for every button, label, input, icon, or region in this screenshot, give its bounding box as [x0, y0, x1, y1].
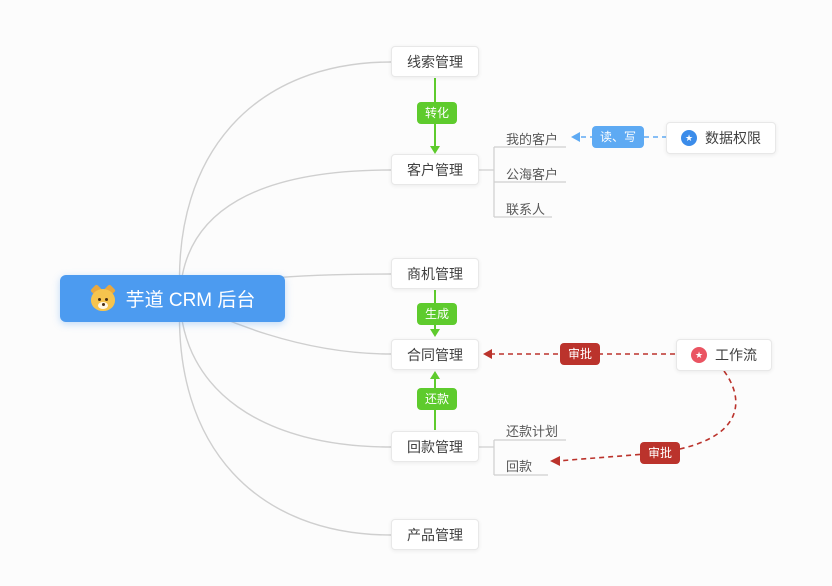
node-data-permission[interactable]: ★ 数据权限 [666, 122, 776, 154]
arrow-convert-head [430, 146, 440, 154]
child-my-customers[interactable]: 我的客户 [506, 132, 559, 147]
node-product-management[interactable]: 产品管理 [391, 519, 479, 550]
star-icon: ★ [681, 130, 697, 146]
node-label: 线索管理 [407, 53, 463, 70]
edge-label-approve-receivable: 审批 [640, 442, 681, 464]
arrow-read-write-head [571, 132, 580, 142]
link-root-to-receivable [179, 297, 392, 448]
child-public-customers[interactable]: 公海客户 [506, 167, 559, 182]
node-label: 商机管理 [407, 265, 463, 282]
node-label: 合同管理 [407, 346, 463, 363]
node-label: 回款管理 [407, 438, 463, 455]
child-repayment-plan[interactable]: 还款计划 [506, 424, 559, 439]
dog-logo-icon [89, 283, 116, 312]
node-label: 数据权限 [705, 130, 761, 146]
root-node-crm-backend[interactable]: 芋道 CRM 后台 [60, 275, 285, 322]
edge-label-read-write: 读、写 [592, 126, 645, 148]
node-receivable-management[interactable]: 回款管理 [391, 431, 479, 462]
arrow-generate-head [430, 329, 440, 337]
edge-label-repay: 还款 [417, 388, 458, 410]
link-root-to-product [178, 297, 392, 536]
node-customer-management[interactable]: 客户管理 [391, 154, 479, 185]
node-lead-management[interactable]: 线索管理 [391, 46, 479, 77]
arrow-approve-contract-head [483, 349, 492, 359]
root-label: 芋道 CRM 后台 [125, 290, 256, 311]
node-label: 客户管理 [407, 161, 463, 178]
link-root-to-customer [179, 169, 392, 299]
child-receivable[interactable]: 回款 [506, 459, 533, 474]
edge-label-generate: 生成 [417, 303, 458, 325]
link-customer-children [479, 146, 566, 218]
node-business-management[interactable]: 商机管理 [391, 258, 479, 289]
link-root-to-lead [178, 61, 392, 299]
edge-label-convert: 转化 [417, 102, 458, 124]
node-label: 产品管理 [407, 526, 463, 543]
node-label: 工作流 [715, 347, 757, 363]
edge-label-approve-contract: 审批 [560, 343, 601, 365]
arrow-approve-receivable-head [550, 456, 560, 466]
node-contract-management[interactable]: 合同管理 [391, 339, 479, 370]
star-icon: ★ [691, 347, 707, 363]
arrow-repay-head [430, 371, 440, 379]
child-contacts[interactable]: 联系人 [506, 202, 546, 217]
node-workflow[interactable]: ★ 工作流 [676, 339, 772, 371]
link-receivable-children [479, 439, 566, 476]
